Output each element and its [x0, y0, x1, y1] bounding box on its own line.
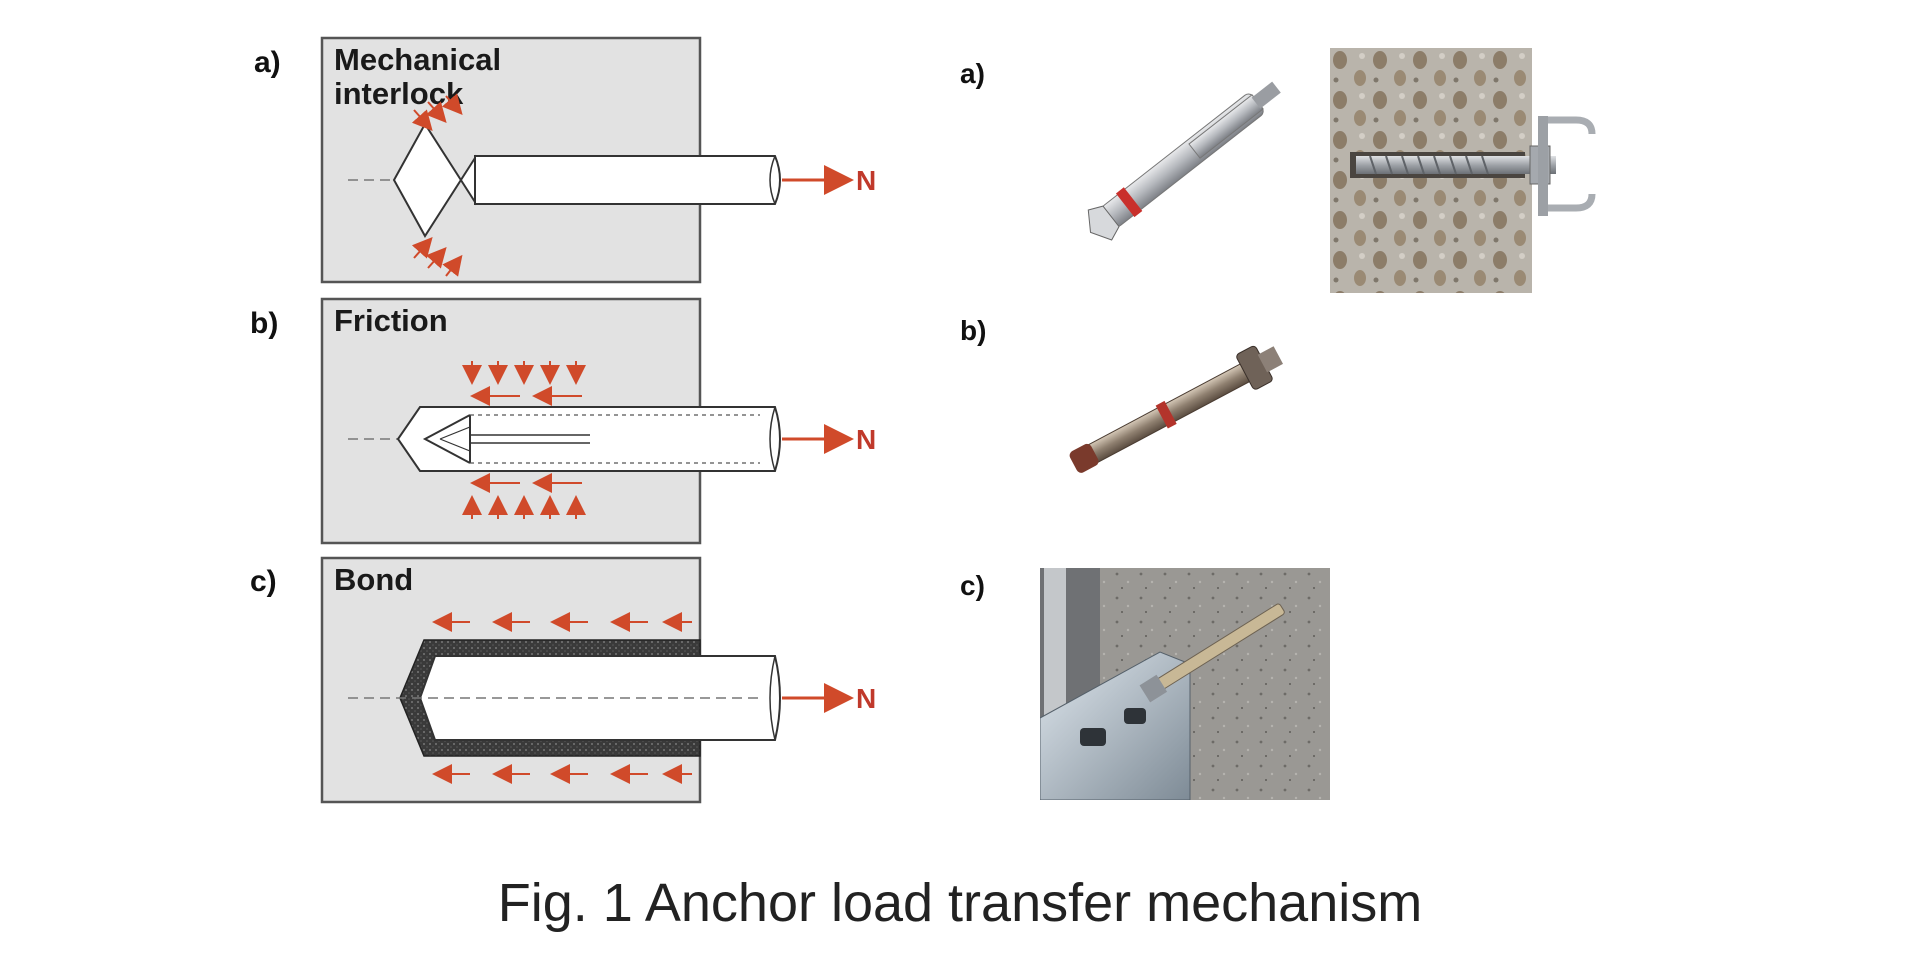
undercut-anchor-photo	[1087, 81, 1281, 241]
panel-friction: Friction N	[320, 297, 876, 545]
panel-bond: Bond N	[320, 556, 876, 804]
bonded-anchor-photo	[1040, 568, 1330, 800]
panel-c-force-label: N	[856, 683, 876, 714]
panel-b-letter: b)	[250, 307, 279, 340]
panel-b-title: Friction	[334, 303, 448, 338]
photo-a-letter: a)	[960, 58, 985, 89]
panel-c-title: Bond	[334, 562, 413, 597]
panel-a-title-line1: Mechanical	[334, 42, 501, 77]
panel-a-letter: a)	[254, 46, 281, 79]
anchor-in-concrete-photo	[1330, 48, 1596, 293]
photo-b-letter: b)	[960, 315, 987, 346]
panel-c-letter: c)	[250, 565, 277, 598]
photo-c-letter: c)	[960, 570, 985, 601]
panel-b-force-label: N	[856, 424, 876, 455]
expansion-anchor-photo	[1069, 345, 1283, 473]
panel-mechanical-interlock: Mechanical interlock N	[320, 36, 876, 284]
figure-caption: Fig. 1 Anchor load transfer mechanism	[497, 873, 1423, 933]
panel-a-title-line2: interlock	[334, 76, 464, 111]
panel-a-force-label: N	[856, 165, 876, 196]
